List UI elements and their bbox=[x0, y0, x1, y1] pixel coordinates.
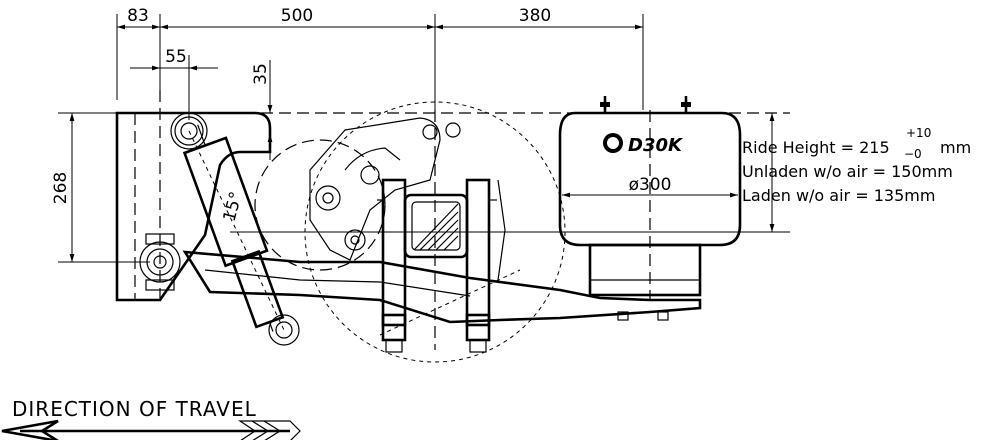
laden-spec: Laden w/o air = 135mm bbox=[742, 186, 935, 205]
air-spring-brand: D30K bbox=[628, 135, 684, 156]
ride-height-tol-upper: +10 bbox=[906, 126, 931, 140]
dim-268-label: 268 bbox=[51, 172, 71, 204]
dim-83-label: 83 bbox=[127, 6, 149, 26]
hanger-bracket bbox=[115, 111, 272, 302]
angle-label: 15° bbox=[220, 190, 247, 224]
unladen-spec: Unladen w/o air = 150mm bbox=[742, 162, 953, 181]
dim-380-label: 380 bbox=[519, 6, 551, 26]
left-arrow-icon bbox=[1, 419, 301, 440]
ride-height-unit: mm bbox=[940, 138, 971, 157]
dim-500-label: 500 bbox=[281, 6, 313, 26]
axle-assembly bbox=[254, 101, 566, 363]
shock-lower-eye bbox=[268, 314, 300, 346]
ride-height-tol-lower: −0 bbox=[904, 147, 922, 161]
diameter-label: ø300 bbox=[629, 175, 672, 195]
ride-height-spec: Ride Height = 215 bbox=[742, 138, 890, 157]
dim-55-label: 55 bbox=[165, 47, 187, 67]
dim-35-label: 35 bbox=[251, 63, 271, 85]
air-spring bbox=[558, 96, 742, 321]
trailing-arm bbox=[182, 250, 702, 324]
top-dimensions bbox=[116, 14, 644, 160]
height-dimension bbox=[58, 112, 150, 263]
shock-upper-eye bbox=[170, 112, 208, 150]
direction-of-travel-label: DIRECTION OF TRAVEL bbox=[12, 397, 257, 421]
